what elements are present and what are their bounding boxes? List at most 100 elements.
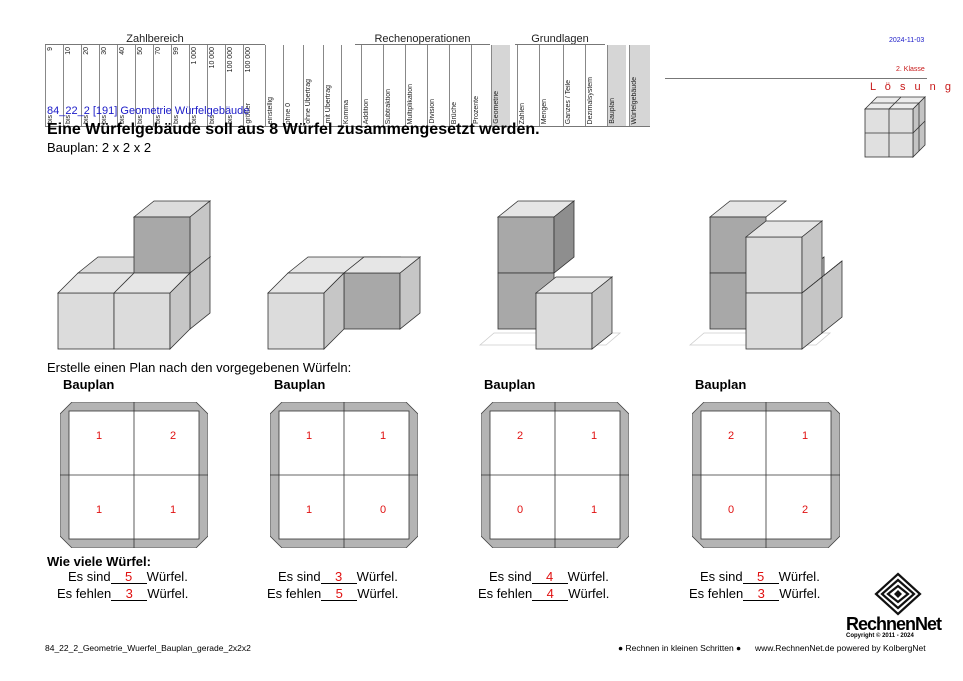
topic-col: Geometrie xyxy=(491,45,510,126)
topic-col: Division xyxy=(427,45,446,126)
answer-blank[interactable]: 5 xyxy=(110,570,147,584)
answer-unit: Würfel. xyxy=(568,586,610,601)
answer-label: Es sind xyxy=(489,569,532,584)
answer-label: Es fehlen xyxy=(267,586,322,601)
col-top-label: 40 xyxy=(119,47,126,55)
answer-blank[interactable]: 5 xyxy=(321,587,358,601)
worksheet-code: 84_22_2 [191] Geometrie Würfelgebäude xyxy=(47,105,250,117)
bauplan-label-4: Bauplan xyxy=(695,377,747,392)
plan-cell-value: 2 xyxy=(517,430,524,442)
answer-blank[interactable]: 5 xyxy=(742,570,779,584)
topic-col: Multiplikation xyxy=(405,45,424,126)
bauplan-grid-1 xyxy=(60,402,208,548)
topic-col: ohne 0 xyxy=(283,45,302,126)
answer-blank[interactable]: 3 xyxy=(111,587,148,601)
plan-cell-value: 1 xyxy=(96,430,103,442)
col-top-label: 20 xyxy=(83,47,90,55)
bauplan-label-2: Bauplan xyxy=(274,377,326,392)
answer-label: Es fehlen xyxy=(689,586,744,601)
answer-blank[interactable]: 3 xyxy=(320,570,357,584)
col-top-label: 1 000 xyxy=(191,47,198,65)
reference-cube-icon xyxy=(864,96,926,158)
answer-blank[interactable]: 3 xyxy=(743,587,780,601)
footer-filename: 84_22_2_Geometrie_Wuerfel_Bauplan_gerade… xyxy=(45,643,251,653)
bauplan-spec: Bauplan: 2 x 2 x 2 xyxy=(47,140,152,155)
topic-col: Prozente xyxy=(471,45,490,126)
topic-col: Dezimalsystem xyxy=(585,45,604,126)
bauplan-grid-4 xyxy=(692,402,840,548)
plan-cell-value: 1 xyxy=(380,430,387,442)
cube-building-4 xyxy=(688,200,843,350)
topic-col: Würfelgebäude xyxy=(629,45,650,126)
topic-col-label: Prozente xyxy=(473,95,480,124)
topic-col: Mengen xyxy=(539,45,558,126)
topic-col: einstellig xyxy=(265,45,284,126)
plan-cell-value: 0 xyxy=(517,504,524,516)
answer-label: Es sind xyxy=(68,569,111,584)
topic-col-label: Multiplikation xyxy=(407,83,414,124)
class-level: 2. Klasse xyxy=(896,66,925,73)
bauplan-label-3: Bauplan xyxy=(484,377,536,392)
col-top-label: 10 xyxy=(65,47,72,55)
plan-cell-value: 2 xyxy=(728,430,735,442)
bauplan-label-1: Bauplan xyxy=(63,377,115,392)
col-top-label: 10 000 xyxy=(209,47,216,69)
cube-building-3 xyxy=(478,200,622,350)
col-top-label: 99 xyxy=(173,47,180,55)
col-top-label: 50 xyxy=(137,47,144,55)
topic-col: Addition xyxy=(361,45,380,126)
topic-col: Brüche xyxy=(449,45,468,126)
topic-col: Zahlen xyxy=(517,45,536,126)
plan-cell-value: 2 xyxy=(802,504,809,516)
plan-cell-value: 1 xyxy=(306,430,313,442)
logo-text: RechnenNet xyxy=(846,614,942,634)
topic-col-label: Ganzes / Teile xyxy=(565,79,572,124)
topic-col-label: mit Übertrag xyxy=(325,85,332,124)
answer-unit: Würfel. xyxy=(146,569,188,584)
answer-label: Es sind xyxy=(700,569,743,584)
rechnennet-logo-icon xyxy=(874,572,922,616)
answer-label: Es sind xyxy=(278,569,321,584)
plan-cell-value: 1 xyxy=(170,504,177,516)
topic-col-label: einstellig xyxy=(267,96,274,124)
instruction-text: Erstelle einen Plan nach den vorgegebene… xyxy=(47,360,352,375)
cube-building-2 xyxy=(267,256,422,350)
topic-col-label: Geometrie xyxy=(493,91,500,124)
answer-blank[interactable]: 4 xyxy=(532,587,569,601)
plan-cell-value: 1 xyxy=(802,430,809,442)
col-top-label: 70 xyxy=(155,47,162,55)
topic-col: mit Übertrag xyxy=(323,45,342,126)
plan-cell-value: 1 xyxy=(591,504,598,516)
topic-col-label: Subtraktion xyxy=(385,88,392,124)
answer-unit: Würfel. xyxy=(779,586,821,601)
answer-unit: Würfel. xyxy=(356,569,398,584)
footer-website[interactable]: www.RechnenNet.de powered by KolbergNet xyxy=(755,643,926,653)
answer-blank[interactable]: 4 xyxy=(531,570,568,584)
col-top-label: 30 xyxy=(101,47,108,55)
col-top-label: 100 000 xyxy=(227,47,234,73)
topic-col: Subtraktion xyxy=(383,45,402,126)
plan-cell-value: 2 xyxy=(170,430,177,442)
answer-unit: Würfel. xyxy=(357,586,399,601)
answer-unit: Würfel. xyxy=(147,586,189,601)
bauplan-grid-2 xyxy=(270,402,418,548)
topic-col: Ganzes / Teile xyxy=(563,45,582,126)
topic-col-label: Dezimalsystem xyxy=(587,76,594,124)
group-zahlbereich: Zahlbereich xyxy=(126,33,184,45)
bauplan-grid-3 xyxy=(481,402,629,548)
plan-cell-value: 0 xyxy=(380,504,387,516)
